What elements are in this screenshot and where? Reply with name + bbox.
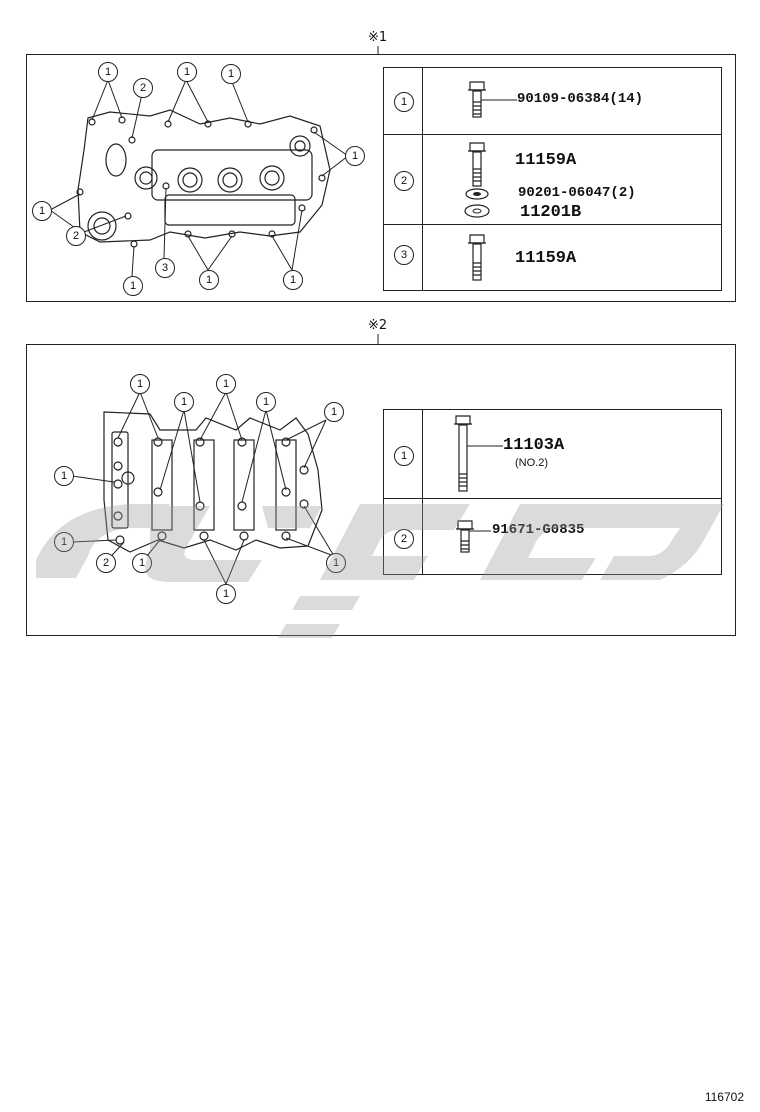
callout-1: 1	[216, 374, 236, 394]
callout-1: 1	[324, 402, 344, 422]
parts-row-2: 2 91671-G0835	[384, 498, 721, 575]
row-id-circle: 1	[394, 92, 414, 112]
section-2-label: ※2	[368, 318, 388, 333]
row-id-cell: 1	[384, 68, 423, 134]
row-id-cell: 2	[384, 135, 423, 225]
callout-1: 1	[199, 270, 219, 290]
parts-table-section-2: 1 11103A (NO.2) 2 91671-G	[383, 409, 722, 575]
parts-row-3: 3 11159A	[384, 224, 721, 291]
leader-line	[467, 445, 503, 447]
row-id-circle: 2	[394, 529, 414, 549]
document-number: 116702	[704, 1090, 744, 1104]
bolt-icon	[468, 142, 486, 187]
callout-1: 1	[132, 553, 152, 573]
callout-1: 1	[345, 146, 365, 166]
parts-table-section-1: 1 90109-06384(14) 2	[383, 67, 722, 291]
parts-row-2: 2 11159A 90201-06047(2) 11201B	[384, 134, 721, 225]
callout-1: 1	[221, 64, 241, 84]
callout-1: 1	[216, 584, 236, 604]
part-number: 90109-06384(14)	[517, 91, 644, 107]
callout-1: 1	[32, 201, 52, 221]
callout-2: 2	[96, 553, 116, 573]
callout-2: 2	[66, 226, 86, 246]
bolt-icon	[468, 81, 486, 118]
row-id-cell: 1	[384, 410, 423, 498]
row-id-cell: 3	[384, 225, 423, 291]
washer-icon	[464, 204, 490, 218]
leader-line	[481, 99, 517, 101]
leader-line	[469, 530, 491, 532]
callout-1: 1	[123, 276, 143, 296]
callout-1: 1	[54, 466, 74, 486]
row-id-circle: 3	[394, 245, 414, 265]
bolt-icon	[468, 234, 486, 281]
callout-1: 1	[326, 553, 346, 573]
parts-row-1: 1 90109-06384(14)	[384, 68, 721, 134]
callout-1: 1	[174, 392, 194, 412]
callout-3: 3	[155, 258, 175, 278]
short-bolt-icon	[456, 520, 474, 553]
part-number: 11159A	[515, 249, 577, 268]
callout-1: 1	[177, 62, 197, 82]
washer-icon	[465, 188, 489, 200]
callout-1: 1	[54, 532, 74, 552]
callout-1: 1	[283, 270, 303, 290]
row-id-cell: 2	[384, 499, 423, 575]
long-bolt-icon	[454, 415, 472, 492]
callout-1: 1	[98, 62, 118, 82]
row-id-circle: 2	[394, 171, 414, 191]
part-number: 11201B	[520, 203, 582, 222]
part-number: 11159A	[515, 151, 577, 170]
callout-1: 1	[256, 392, 276, 412]
parts-row-1: 1 11103A (NO.2)	[384, 410, 721, 498]
callout-2: 2	[133, 78, 153, 98]
row-id-circle: 1	[394, 446, 414, 466]
callout-1: 1	[130, 374, 150, 394]
section-1-label: ※1	[368, 30, 388, 45]
part-number: 91671-G0835	[492, 522, 585, 538]
part-number: 90201-06047(2)	[518, 185, 636, 201]
part-number: 11103A	[503, 436, 565, 455]
part-note: (NO.2)	[515, 457, 548, 469]
